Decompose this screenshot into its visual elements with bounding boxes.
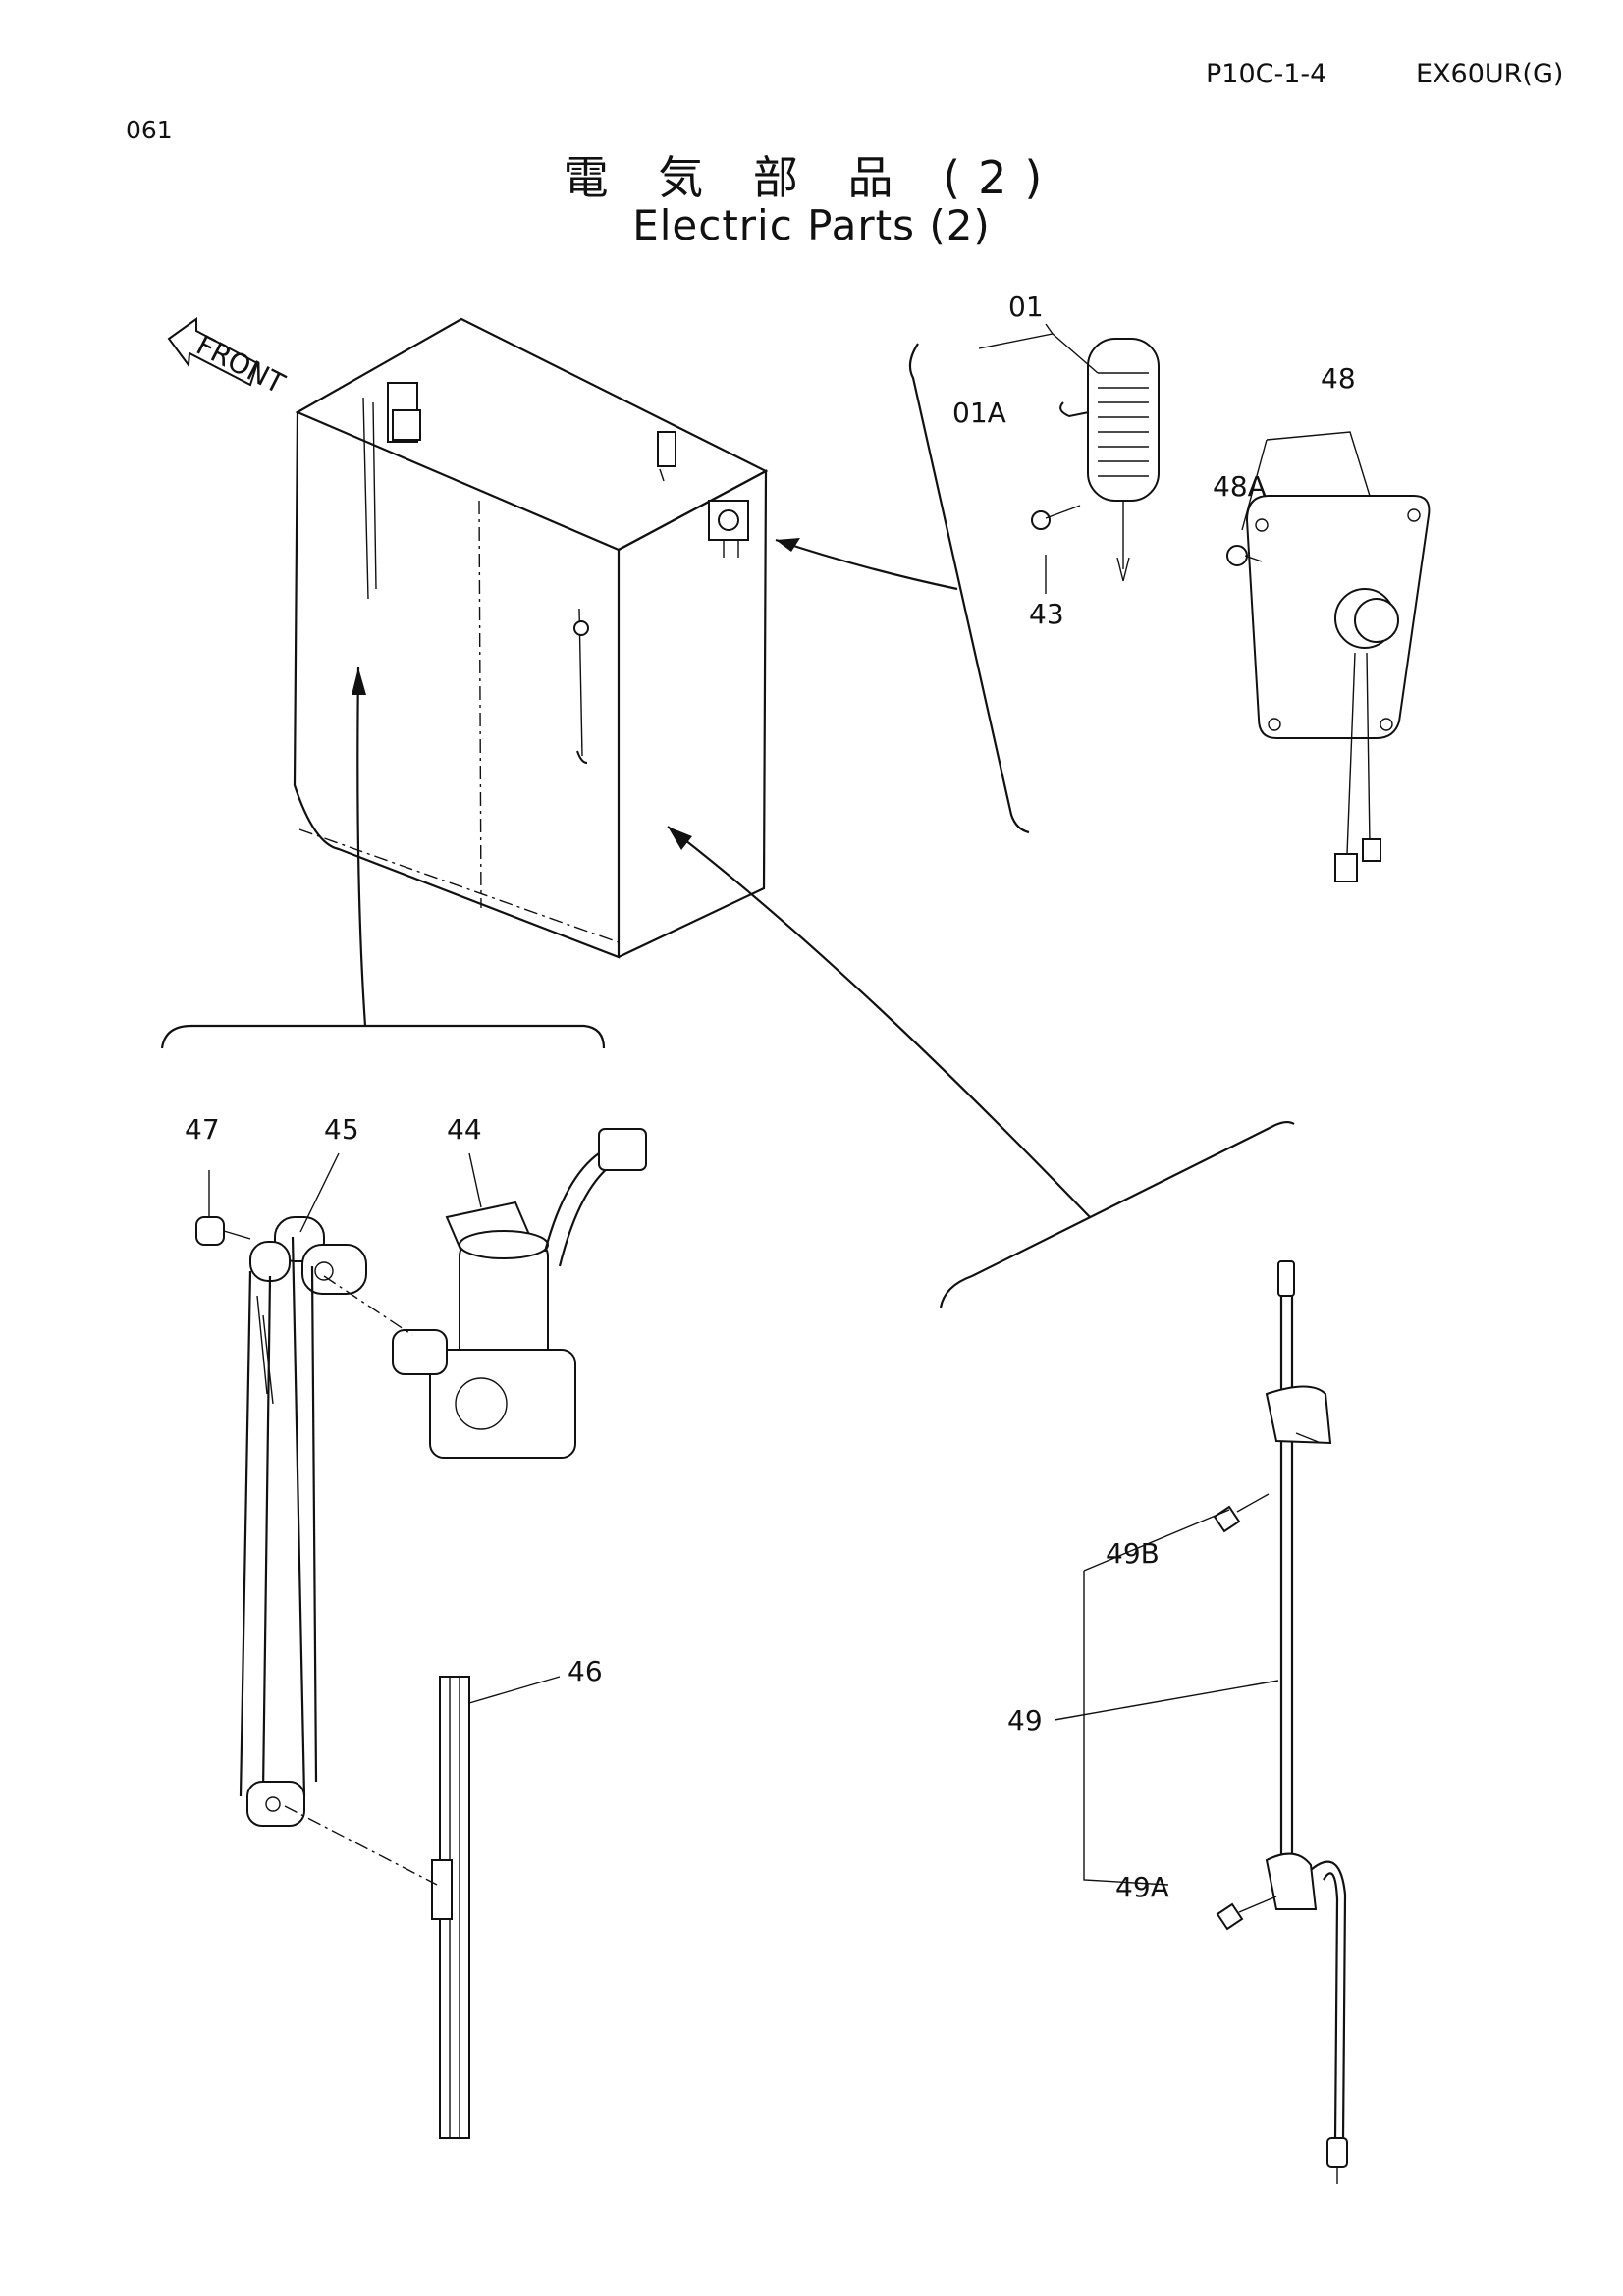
group-brackets <box>160 343 1295 1308</box>
front-label: FRONT <box>191 329 291 400</box>
page-number: 061 <box>126 116 173 144</box>
label-leaders <box>208 323 1371 1886</box>
wiper-motor-44 <box>323 1128 647 1459</box>
label-01a: 01A <box>952 397 1006 429</box>
model-code: EX60UR(G) <box>1416 59 1564 89</box>
cap-47 <box>195 1216 251 1246</box>
label-48: 48 <box>1321 362 1356 395</box>
antenna-49 <box>1213 1260 1348 2184</box>
label-48a: 48A <box>1213 470 1267 503</box>
label-49b: 49B <box>1106 1537 1160 1570</box>
wiper-arm-45 <box>239 1216 367 1827</box>
page-code: P10C-1-4 <box>1206 59 1327 89</box>
label-49a: 49A <box>1115 1871 1169 1903</box>
label-47: 47 <box>185 1113 220 1146</box>
cab-body <box>293 317 769 959</box>
rear-lamp-48 <box>1226 495 1431 882</box>
wiper-rail-46 <box>284 1676 561 2139</box>
front-arrow: FRONT <box>167 317 291 400</box>
label-49: 49 <box>1007 1704 1043 1736</box>
label-45: 45 <box>324 1113 359 1146</box>
label-43: 43 <box>1029 598 1064 630</box>
label-44: 44 <box>447 1113 482 1146</box>
title-japanese: 電 気 部 品 (2) <box>563 151 1060 204</box>
label-46: 46 <box>568 1655 603 1687</box>
title-english: Electric Parts (2) <box>632 201 991 249</box>
label-01: 01 <box>1008 291 1044 323</box>
working-lamp-01 <box>1031 338 1160 582</box>
leader-arrows <box>352 538 1091 1218</box>
